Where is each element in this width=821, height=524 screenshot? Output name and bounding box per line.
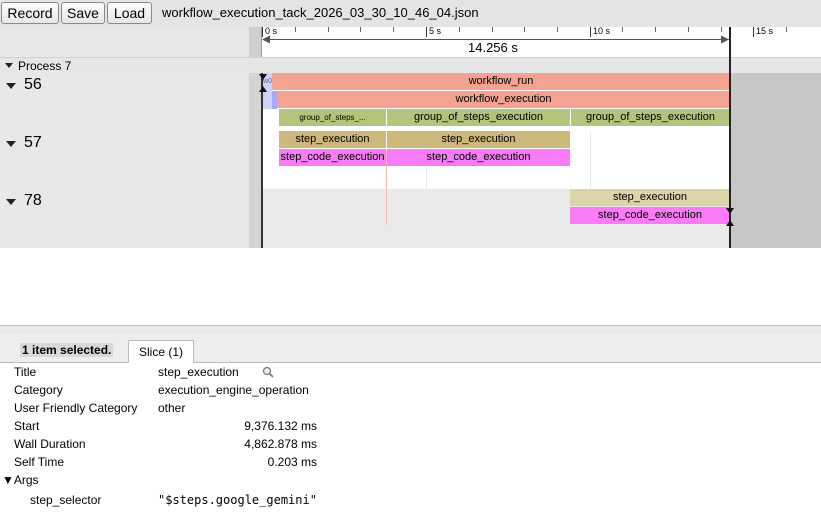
slice-step-execution-selected[interactable]: step_execution — [570, 189, 730, 206]
detail-key: Start — [14, 419, 40, 433]
slice-group-of-steps[interactable]: group_of_steps_execution — [387, 109, 570, 126]
tick-minor — [655, 27, 656, 32]
tick-minor — [459, 27, 460, 32]
grid-line — [426, 131, 427, 248]
thread-header-56[interactable]: 56 — [0, 73, 249, 131]
detail-key: Wall Duration — [14, 437, 86, 451]
range-left-arrow-icon — [262, 35, 270, 44]
range-end-line — [729, 27, 731, 248]
load-button[interactable]: Load — [107, 2, 152, 24]
analysis-tab-bar: 1 item selected. Slice (1) — [0, 334, 821, 363]
slice-w0-bg — [263, 73, 272, 109]
tick-minor — [360, 27, 361, 32]
selection-count: 1 item selected. — [20, 343, 114, 357]
tick-minor — [295, 27, 296, 32]
tick-label: 0 s — [265, 26, 278, 36]
detail-row-wall-duration: Wall Duration 4,862.878 ms — [0, 437, 821, 455]
tick-major — [753, 27, 754, 37]
detail-value: step_execution — [158, 365, 239, 379]
detail-key: Self Time — [14, 455, 65, 469]
detail-row-category: Category execution_engine_operation — [0, 383, 821, 401]
detail-row-arg: step_selector "$steps.google_gemini" — [0, 493, 821, 511]
detail-row-self-time: Self Time 0.203 ms — [0, 455, 821, 473]
range-duration-label: 14.256 s — [462, 40, 524, 55]
tick-minor — [557, 27, 558, 32]
detail-row-start: Start 9,376.132 ms — [0, 419, 821, 437]
search-icon[interactable] — [262, 366, 274, 378]
thread-header-78[interactable]: 78 — [0, 189, 249, 248]
detail-value[interactable]: 9,376.132 ms — [244, 419, 317, 433]
panel-resize-handle[interactable] — [0, 325, 821, 334]
args-toggle[interactable]: ▼Args — [2, 473, 39, 487]
tick-minor — [786, 27, 787, 32]
slice-step-code-execution[interactable]: step_code_execution — [279, 149, 386, 166]
tick-minor — [524, 27, 525, 32]
tick-minor — [688, 27, 689, 32]
save-button[interactable]: Save — [61, 2, 105, 24]
tick-minor — [622, 27, 623, 32]
arg-value: "$steps.google_gemini" — [158, 493, 317, 507]
slice-step-execution[interactable]: step_execution — [387, 131, 570, 148]
detail-value: 0.203 ms — [267, 455, 317, 469]
selection-marker-icon — [726, 208, 734, 226]
detail-key: Category — [14, 383, 63, 397]
record-button[interactable]: Record — [1, 2, 59, 24]
time-ruler[interactable] — [249, 27, 821, 57]
detail-key: User Friendly Category — [14, 401, 138, 415]
collapse-triangle-icon[interactable] — [6, 141, 16, 147]
thread-label: 78 — [24, 192, 42, 209]
slice-sliver[interactable] — [272, 91, 277, 109]
detail-value: other — [158, 401, 186, 415]
empty-track-area — [0, 248, 821, 325]
arg-name: step_selector — [30, 493, 102, 507]
slice-step-execution[interactable]: step_execution — [279, 131, 386, 148]
detail-row-ufc: User Friendly Category other — [0, 401, 821, 419]
tick-minor — [328, 27, 329, 32]
tick-major — [426, 27, 427, 37]
collapse-triangle-icon[interactable] — [6, 199, 16, 205]
process-header[interactable]: Process 7 — [0, 57, 821, 73]
collapse-triangle-icon[interactable] — [6, 83, 16, 89]
slice-step-code-execution[interactable]: step_code_execution — [570, 207, 730, 224]
tick-label: 15 s — [756, 26, 774, 36]
process-label: Process 7 — [18, 59, 72, 73]
tick-label: 10 s — [593, 26, 611, 36]
collapse-triangle-icon[interactable] — [5, 63, 13, 68]
thread-label: 56 — [24, 76, 42, 93]
tab-slice[interactable]: Slice (1) — [128, 340, 194, 363]
slice-workflow-run[interactable]: workflow_run — [272, 73, 730, 90]
ruler-spacer — [0, 27, 249, 57]
ruler-gutter — [249, 27, 262, 57]
detail-key: Title — [14, 365, 37, 379]
tick-major — [262, 27, 263, 37]
detail-value: execution_engine_operation — [158, 383, 309, 397]
tick-label: 5 s — [429, 26, 442, 36]
slice-group-of-steps[interactable]: group_of_steps_execution — [571, 109, 730, 126]
detail-row-title: Title step_execution — [0, 365, 821, 383]
range-line — [263, 39, 729, 40]
thread-label: 57 — [24, 134, 42, 151]
trace-filename: workflow_execution_tack_2026_03_30_10_46… — [162, 5, 479, 20]
out-of-range-shade — [730, 73, 821, 248]
flow-marker — [386, 150, 387, 225]
range-start-line — [261, 73, 263, 248]
tick-minor — [721, 27, 722, 32]
tick-minor — [393, 27, 394, 32]
start-marker-icon — [259, 74, 267, 92]
track-gutter — [249, 73, 262, 248]
detail-value: 4,862.878 ms — [244, 437, 317, 451]
slice-workflow-execution[interactable]: workflow_execution — [277, 91, 730, 108]
tick-major — [590, 27, 591, 37]
range-right-arrow-icon — [721, 35, 729, 44]
slice-group-of-steps[interactable]: group_of_steps_... — [279, 109, 386, 126]
detail-row-args[interactable]: ▼Args — [0, 473, 821, 491]
toolbar: Record Save Load workflow_execution_tack… — [0, 0, 821, 27]
thread-header-57[interactable]: 57 — [0, 131, 249, 189]
tick-minor — [492, 27, 493, 32]
slice-step-code-execution[interactable]: step_code_execution — [387, 149, 570, 166]
